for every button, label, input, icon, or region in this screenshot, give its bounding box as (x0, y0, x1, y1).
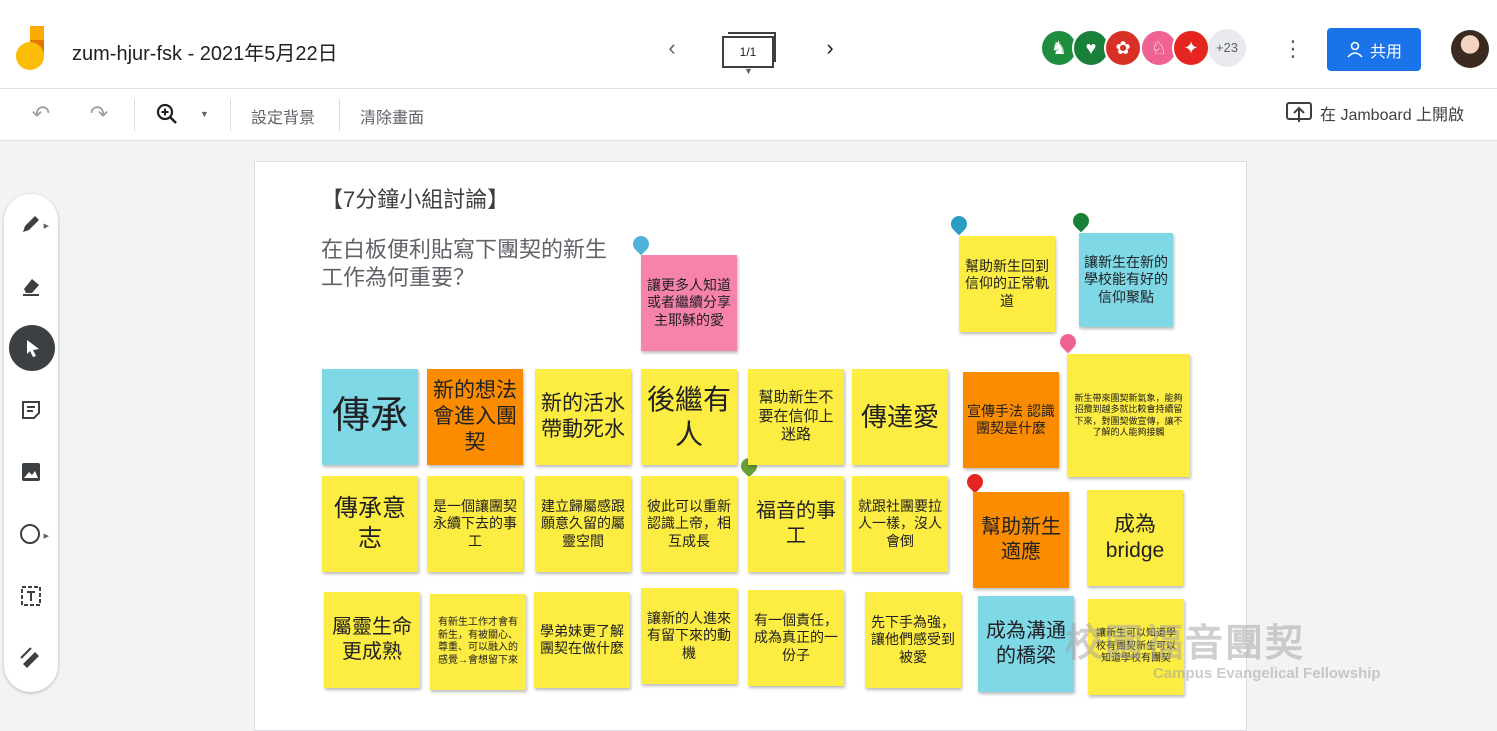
frame-icon[interactable]: 1/1 (722, 32, 776, 68)
laser-icon[interactable] (11, 638, 51, 678)
set-background-button[interactable]: 設定背景 (251, 110, 316, 127)
pen-icon[interactable]: ▶ (11, 204, 51, 244)
select-icon[interactable] (9, 325, 55, 371)
eraser-icon[interactable] (11, 266, 51, 306)
collaborator-avatar[interactable]: ✿ (1104, 29, 1142, 67)
open-in-new-icon (1286, 102, 1312, 122)
sticky-note-icon[interactable] (11, 390, 51, 430)
watermark-sub: Campus Evangelical Fellowship (1153, 665, 1381, 682)
sticky-note[interactable]: 是一個讓團契永續下去的事工 (427, 476, 523, 572)
sticky-note[interactable]: 先下手為強，讓他們感受到被愛 (865, 592, 961, 688)
board-title[interactable]: zum-hjur-fsk - 2021年5月22日 (72, 43, 338, 65)
circle-shape-icon[interactable]: ▶ (11, 514, 51, 554)
sticky-note[interactable]: 成為溝通的橋梁 (978, 596, 1074, 692)
share-label: 共用 (1369, 43, 1402, 61)
board-heading[interactable]: 【7分鐘小組討論】 (321, 187, 510, 212)
sticky-note[interactable]: 傳達愛 (852, 369, 948, 465)
sticky-note[interactable]: 新的活水帶動死水 (535, 369, 631, 465)
chevron-right-icon[interactable]: › (826, 35, 834, 60)
collaborator-pin-icon (947, 212, 971, 236)
frame-dropdown-caret-icon[interactable]: ▼ (744, 66, 753, 76)
watermark-main: 校園福音團契 (1065, 623, 1306, 665)
redo-icon[interactable]: ↷ (89, 101, 109, 126)
sticky-note[interactable]: 幫助新生回到信仰的正常軌道 (959, 236, 1055, 332)
collaborator-pin-icon (963, 470, 987, 494)
sticky-note[interactable]: 建立歸屬感跟願意久留的屬靈空間 (535, 476, 631, 572)
sticky-note[interactable]: 傳承 (322, 369, 418, 465)
frame-indicator: 1/1 (722, 36, 774, 68)
sticky-note[interactable]: 有一個責任，成為真正的一份子 (748, 590, 844, 686)
watermark-logo: 校園福音團契 Campus Evangelical Fellowship (1065, 612, 1381, 682)
jam-frame-canvas[interactable]: 【7分鐘小組討論】 在白板便利貼寫下團契的新生工作為何重要？ 讓更多人知道或者繼… (254, 161, 1381, 731)
sticky-note[interactable]: 讓新生可以知道學校有團契新生可以知道學校有團契 (1088, 599, 1184, 695)
sticky-note[interactable]: 幫助新生不要在信仰上迷路 (748, 369, 844, 465)
collaborator-count[interactable]: +23 (1208, 29, 1246, 67)
person-add-icon (1347, 41, 1363, 58)
sticky-note[interactable]: 讓新的人進來有留下來的動機 (641, 588, 737, 684)
collaborator-pin-icon (629, 232, 653, 256)
share-button[interactable]: 共用 (1327, 28, 1421, 71)
sticky-note[interactable]: 有新生工作才會有新生，有被關心、尊重、可以融入的感覺→會想留下來 (430, 594, 526, 690)
collaborator-pin-icon (1056, 330, 1080, 354)
chevron-left-icon[interactable]: ‹ (668, 35, 676, 60)
sticky-note[interactable]: 福音的事工 (748, 476, 844, 572)
text-box-icon[interactable] (11, 576, 51, 616)
more-vert-icon[interactable]: ⋮ (1282, 36, 1304, 61)
collaborator-avatar[interactable]: ✦ (1172, 29, 1210, 67)
avatar[interactable] (1451, 30, 1489, 68)
sticky-note[interactable]: 就跟社團要拉人一樣，沒人會倒 (852, 476, 948, 572)
sticky-note[interactable]: 後繼有人 (641, 369, 737, 465)
sticky-note[interactable]: 宣傳手法 認識團契是什麼 (963, 372, 1059, 468)
open-in-jamboard-button[interactable]: 在 Jamboard 上開啟 (1286, 101, 1464, 125)
tool-sidebar: ▶ ▶ (4, 194, 58, 692)
image-icon[interactable] (11, 452, 51, 492)
secondary-toolbar: ↶ ↷ ▼ 設定背景 清除畫面 在 Jamboard 上開啟 (0, 89, 1497, 141)
undo-icon[interactable]: ↶ (31, 101, 51, 126)
sticky-note[interactable]: 彼此可以重新認識上帝，相互成長 (641, 476, 737, 572)
collaborator-avatar[interactable]: ♞ (1040, 29, 1078, 67)
sticky-note[interactable]: 幫助新生適應 (973, 492, 1069, 588)
sticky-note[interactable]: 讓新生在新的學校能有好的信仰聚點 (1079, 233, 1173, 327)
sticky-note[interactable]: 讓更多人知道或者繼續分享主耶穌的愛 (641, 255, 737, 351)
zoom-in-icon[interactable] (156, 103, 178, 125)
collaborator-avatar[interactable]: ♘ (1140, 29, 1178, 67)
jamboard-logo-icon (16, 26, 44, 70)
board-prompt[interactable]: 在白板便利貼寫下團契的新生工作為何重要？ (321, 237, 608, 290)
open-in-jamboard-label: 在 Jamboard 上開啟 (1320, 107, 1465, 124)
sticky-note[interactable]: 成為bridge (1087, 490, 1183, 586)
top-bar: zum-hjur-fsk - 2021年5月22日 ‹ 1/1 ▼ › ♞ ♥ … (0, 0, 1497, 89)
sticky-note[interactable]: 新生帶來團契新氣象，能夠招攬到越多就比較會持續留下來，對團契做宣傳，讓不了解的人… (1067, 354, 1190, 477)
clear-frame-button[interactable]: 清除畫面 (360, 110, 425, 127)
collaborator-pin-icon (1069, 209, 1093, 233)
sticky-note[interactable]: 學弟妹更了解團契在做什麼 (534, 592, 630, 688)
sticky-note[interactable]: 傳承意志 (322, 476, 418, 572)
sticky-note[interactable]: 屬靈生命更成熟 (324, 592, 420, 688)
zoom-dropdown-caret-icon[interactable]: ▼ (200, 109, 209, 119)
sticky-note[interactable]: 新的想法會進入團契 (427, 369, 523, 465)
